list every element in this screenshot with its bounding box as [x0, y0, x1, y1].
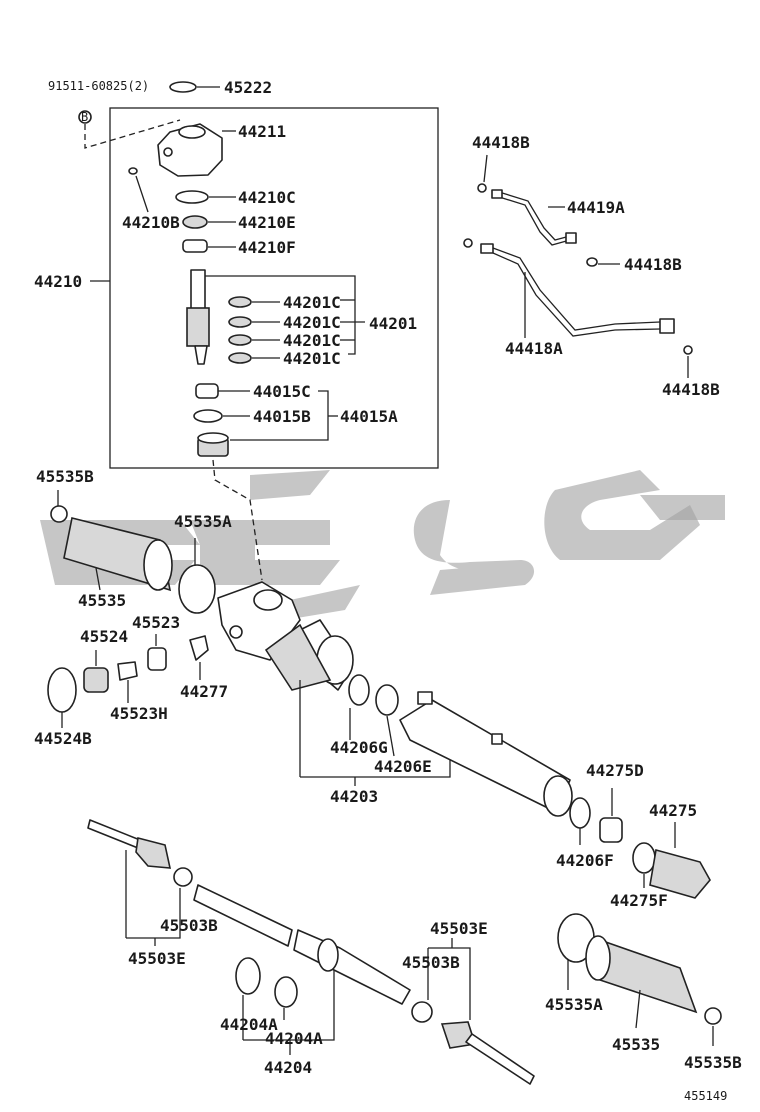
tie-rod-end-left-icon	[87, 819, 193, 887]
seal-44210e-icon	[182, 215, 208, 229]
label-44418b-2: 44418B	[624, 255, 682, 274]
figure-number: 455149	[684, 1089, 727, 1103]
label-45222: 45222	[224, 78, 272, 97]
bolt-dashed-link	[84, 119, 181, 149]
guide-45524-icon	[83, 667, 109, 693]
label-44204: 44204	[264, 1058, 312, 1077]
label-44210c: 44210C	[238, 188, 296, 207]
clamp-45535a-left-icon	[178, 564, 216, 614]
label-44206g: 44206G	[330, 738, 388, 757]
label-44201: 44201	[369, 314, 417, 333]
stopper-44275-icon	[649, 848, 711, 899]
seal-44206g-icon	[348, 674, 370, 706]
bearing-44210f-icon	[182, 239, 208, 253]
label-44201c-1: 44201C	[283, 293, 341, 312]
label-45503b-left: 45503B	[160, 916, 218, 935]
label-44210b: 44210B	[122, 213, 180, 232]
bearing-44015c-icon	[195, 383, 219, 399]
seal-44206e-icon	[375, 684, 399, 716]
label-44201c-4: 44201C	[283, 349, 341, 368]
plug-44277-icon	[189, 635, 209, 661]
label-45503b-right: 45503B	[402, 953, 460, 972]
label-44210e: 44210E	[238, 213, 296, 232]
label-44419a: 44419A	[567, 198, 625, 217]
housing-44211-icon	[157, 123, 223, 177]
label-45524: 45524	[80, 627, 128, 646]
label-44015b: 44015B	[253, 407, 311, 426]
label-bolt-spec: 91511-60825(2)	[48, 79, 149, 93]
bushing-44204a-1-icon	[235, 957, 261, 995]
label-44275f: 44275F	[610, 891, 668, 910]
bushing-44204a-2-icon	[274, 976, 298, 1008]
label-44418b-1: 44418B	[472, 133, 530, 152]
label-44211: 44211	[238, 122, 286, 141]
label-45535-left: 45535	[78, 591, 126, 610]
boot-right-icon	[585, 935, 698, 1014]
label-44418b-3: 44418B	[662, 380, 720, 399]
label-44206f: 44206F	[556, 851, 614, 870]
label-45523: 45523	[132, 613, 180, 632]
seal-44206f-icon	[569, 797, 591, 829]
spring-45523h-icon	[117, 661, 138, 681]
valve-shaft-44201-icon	[186, 269, 210, 365]
valve-assembly-box	[109, 107, 439, 469]
label-44275d: 44275D	[586, 761, 644, 780]
label-45503e-left: 45503E	[128, 949, 186, 968]
seal-44524b-icon	[47, 667, 77, 713]
bushing-44275d-icon	[599, 817, 623, 843]
watermark-logo	[40, 470, 725, 620]
ring-44275f-icon	[632, 842, 656, 874]
label-44015a: 44015A	[340, 407, 398, 426]
nut-44015a-icon	[197, 432, 229, 457]
label-44210: 44210	[34, 272, 82, 291]
label-45535b-left: 45535B	[36, 467, 94, 486]
label-44275: 44275	[649, 801, 697, 820]
clamp-45535b-right-icon	[704, 1007, 722, 1025]
label-44418a: 44418A	[505, 339, 563, 358]
rack-44204-icon	[193, 884, 411, 1005]
bolt-letter: B	[81, 110, 88, 124]
bolt-b-circle	[78, 110, 92, 124]
cylinder-tube-icon	[399, 691, 573, 817]
ring-44015b-icon	[193, 409, 223, 423]
tie-rod-end-right-icon	[411, 1001, 535, 1085]
label-45535a-left: 45535A	[174, 512, 232, 531]
label-44201c-3: 44201C	[283, 331, 341, 350]
label-45523h: 45523H	[110, 704, 168, 723]
label-45535-right: 45535	[612, 1035, 660, 1054]
label-44277: 44277	[180, 682, 228, 701]
label-44204a-2: 44204A	[265, 1029, 323, 1048]
label-44015c: 44015C	[253, 382, 311, 401]
label-44206e: 44206E	[374, 757, 432, 776]
gear-housing-44203-icon	[217, 581, 354, 691]
label-44524b: 44524B	[34, 729, 92, 748]
pressure-tubes-icon	[463, 183, 693, 355]
plug-44210b-icon	[128, 167, 138, 175]
label-44201c-2: 44201C	[283, 313, 341, 332]
yoke-45523-icon	[147, 647, 167, 671]
label-44203: 44203	[330, 787, 378, 806]
label-45503e-right: 45503E	[430, 919, 488, 938]
boot-left-icon	[50, 505, 173, 592]
label-45535a-right: 45535A	[545, 995, 603, 1014]
label-44204a-1: 44204A	[220, 1015, 278, 1034]
label-45535b-right: 45535B	[684, 1053, 742, 1072]
ring-44210c-icon	[175, 190, 209, 204]
label-44210f: 44210F	[238, 238, 296, 257]
cap-45222-icon	[169, 81, 197, 93]
